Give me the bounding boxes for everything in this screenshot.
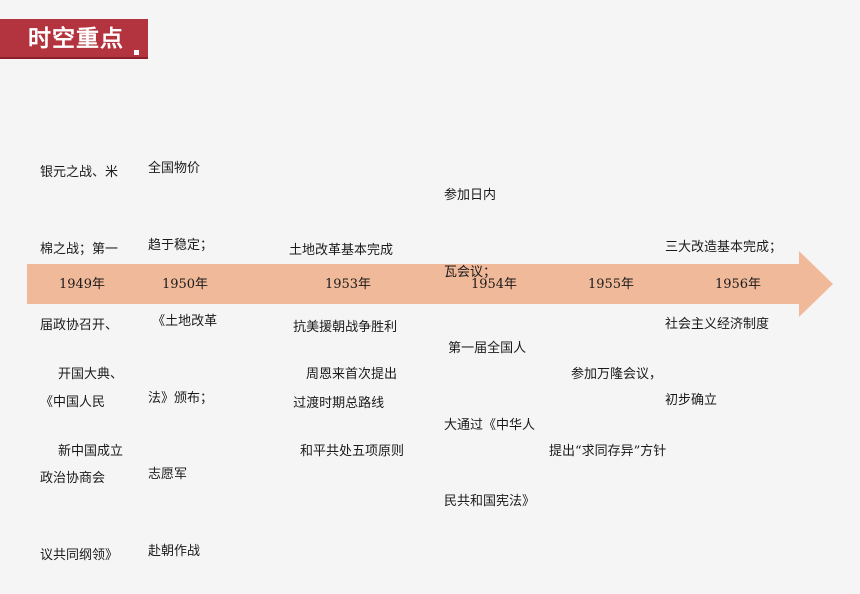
event-line: 三大改造基本完成； — [665, 240, 783, 255]
corner-square-icon — [134, 50, 139, 55]
event-line: 议共同纲领》 — [40, 547, 119, 563]
event-line: 过渡时期总路线 — [289, 396, 385, 411]
section-title: 时空重点 — [28, 26, 124, 52]
event-line: 银元之战、米 — [40, 165, 119, 180]
event-below-1949: 开国大典、 新中国成立 — [58, 311, 123, 490]
year-label-1956: 1956年 — [714, 277, 762, 292]
title-underline — [0, 57, 148, 59]
event-line: 《土地改革 — [148, 314, 218, 329]
event-line: 志愿军 — [148, 467, 188, 482]
event-line: 届政协召开、 — [40, 318, 119, 333]
event-above-1949: 银元之战、米 棉之战；第一 届政协召开、 《中国人民 政治协商会 议共同纲领》 — [40, 109, 118, 594]
event-line: 大通过《中华人 — [444, 417, 536, 433]
event-above-1950: 全国物价 趋于稳定； 《土地改革 法》颁布； 志愿军 赴朝作战 — [148, 105, 217, 590]
year-label-1954: 1954年 — [470, 277, 518, 292]
event-below-1955: 参加万隆会议， 提出“求同存异”方针 — [549, 311, 666, 490]
event-line: 参加日内 — [444, 188, 497, 203]
event-line: 抗美援朝战争胜利 — [289, 319, 398, 335]
event-line: 初步确立 — [665, 393, 718, 408]
year-label-1949: 1949年 — [58, 277, 106, 292]
event-above-1953: 土地改革基本完成 抗美援朝战争胜利 过渡时期总路线 — [289, 187, 397, 442]
event-line: 周恩来首次提出 — [306, 367, 398, 382]
event-line: 参加万隆会议， — [571, 367, 663, 382]
timeline-arrow — [27, 251, 833, 317]
year-label-1950: 1950年 — [161, 277, 209, 292]
event-line: 民共和国宪法》 — [444, 494, 536, 509]
event-line: 《中国人民 — [40, 394, 106, 410]
event-below-1953: 周恩来首次提出 和平共处五项原则 — [300, 311, 404, 490]
event-line: 瓦会议； — [444, 264, 497, 280]
event-line: 土地改革基本完成 — [289, 243, 394, 258]
event-line: 法》颁布； — [148, 390, 214, 406]
event-line: 第一届全国人 — [444, 341, 527, 356]
year-label-1953: 1953年 — [324, 277, 372, 292]
timeline-arrow-shape — [27, 251, 833, 317]
event-above-1954: 参加日内 瓦会议； 第一届全国人 大通过《中华人 民共和国宪法》 — [444, 132, 535, 540]
event-line: 政治协商会 — [40, 471, 106, 486]
event-line: 社会主义经济制度 — [665, 316, 770, 332]
event-line: 开国大典、 — [58, 367, 124, 382]
event-above-1956: 三大改造基本完成； 社会主义经济制度 初步确立 — [665, 184, 782, 439]
event-line: 全国物价 — [148, 161, 201, 176]
section-title-banner: 时空重点 — [0, 19, 148, 59]
year-label-1955: 1955年 — [587, 277, 635, 292]
event-line: 新中国成立 — [58, 443, 124, 459]
event-line: 棉之战；第一 — [40, 241, 119, 257]
event-line: 趋于稳定； — [148, 237, 214, 253]
event-line: 和平共处五项原则 — [300, 443, 405, 459]
event-line: 赴朝作战 — [148, 543, 201, 559]
event-line: 提出“求同存异”方针 — [549, 443, 667, 459]
